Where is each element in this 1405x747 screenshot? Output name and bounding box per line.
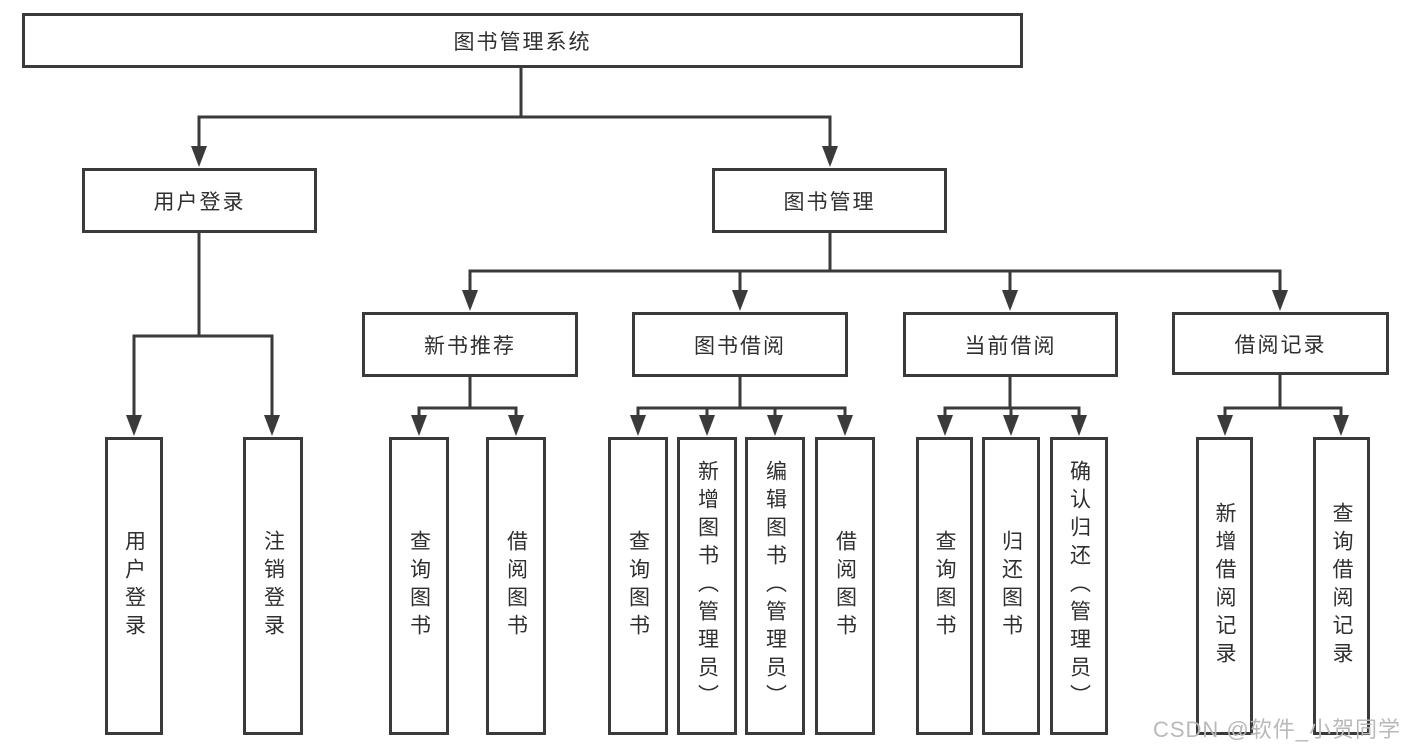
node-nb-query-books: 查询图书 (389, 437, 449, 735)
node-bb-query-books: 查询图书 (608, 437, 668, 735)
node-user-login-label: 用户登录 (122, 530, 146, 642)
node-bb-borrow-books: 借阅图书 (815, 437, 875, 735)
node-logout: 注销登录 (243, 437, 303, 735)
node-nb-query-books-label: 查询图书 (407, 530, 431, 642)
node-cb-return-books-label: 归还图书 (999, 530, 1023, 642)
node-user-login-group-label: 用户登录 (153, 190, 246, 214)
node-root: 图书管理系统 (22, 13, 1023, 68)
node-root-label: 图书管理系统 (453, 30, 592, 54)
node-book-mgmt-label: 图书管理 (783, 190, 876, 214)
node-new-book-rec: 新书推荐 (362, 312, 578, 377)
connector-book-mgmt-fork (462, 233, 1288, 311)
node-br-query-record: 查询借阅记录 (1313, 437, 1370, 735)
node-bb-add-books-admin: 新增图书（管理员） (677, 437, 737, 735)
node-cb-query-books: 查询图书 (916, 437, 973, 735)
connector-borrow-records-fork (1217, 375, 1349, 436)
connector-current-borrow-fork (937, 377, 1087, 436)
node-bb-borrow-books-label: 借阅图书 (833, 530, 857, 642)
node-cb-return-books: 归还图书 (982, 437, 1040, 735)
node-cb-query-books-label: 查询图书 (933, 530, 956, 642)
node-logout-label: 注销登录 (261, 530, 285, 642)
node-bb-add-books-admin-label: 新增图书（管理员） (695, 460, 719, 712)
node-bb-edit-books-admin: 编辑图书（管理员） (745, 437, 805, 735)
node-book-borrow-label: 图书借阅 (694, 334, 786, 358)
node-borrow-records: 借阅记录 (1172, 312, 1389, 375)
node-book-borrow: 图书借阅 (632, 312, 848, 377)
node-current-borrow-label: 当前借阅 (964, 334, 1057, 358)
node-current-borrow: 当前借阅 (903, 312, 1118, 377)
csdn-watermark: CSDN @软件_小贺同学 (1152, 717, 1401, 742)
connector-user-login-fork (126, 233, 280, 436)
node-br-add-record: 新增借阅记录 (1196, 437, 1253, 735)
node-user-login: 用户登录 (105, 437, 163, 735)
node-new-book-rec-label: 新书推荐 (424, 334, 516, 358)
node-br-query-record-label: 查询借阅记录 (1330, 502, 1353, 670)
node-bb-query-books-label: 查询图书 (626, 530, 650, 642)
node-user-login-group: 用户登录 (82, 168, 317, 233)
node-br-add-record-label: 新增借阅记录 (1213, 502, 1236, 670)
node-cb-confirm-return-admin: 确认归还（管理员） (1050, 437, 1108, 735)
connector-root-to-level2 (191, 68, 838, 167)
connector-new-book-fork (411, 377, 524, 436)
node-cb-confirm-return-admin-label: 确认归还（管理员） (1067, 460, 1091, 712)
node-borrow-records-label: 借阅记录 (1234, 333, 1327, 357)
node-book-mgmt: 图书管理 (712, 168, 947, 233)
node-bb-edit-books-admin-label: 编辑图书（管理员） (763, 460, 787, 712)
connector-book-borrow-fork (630, 377, 853, 436)
node-nb-borrow-books-label: 借阅图书 (504, 530, 528, 642)
node-nb-borrow-books: 借阅图书 (486, 437, 546, 735)
